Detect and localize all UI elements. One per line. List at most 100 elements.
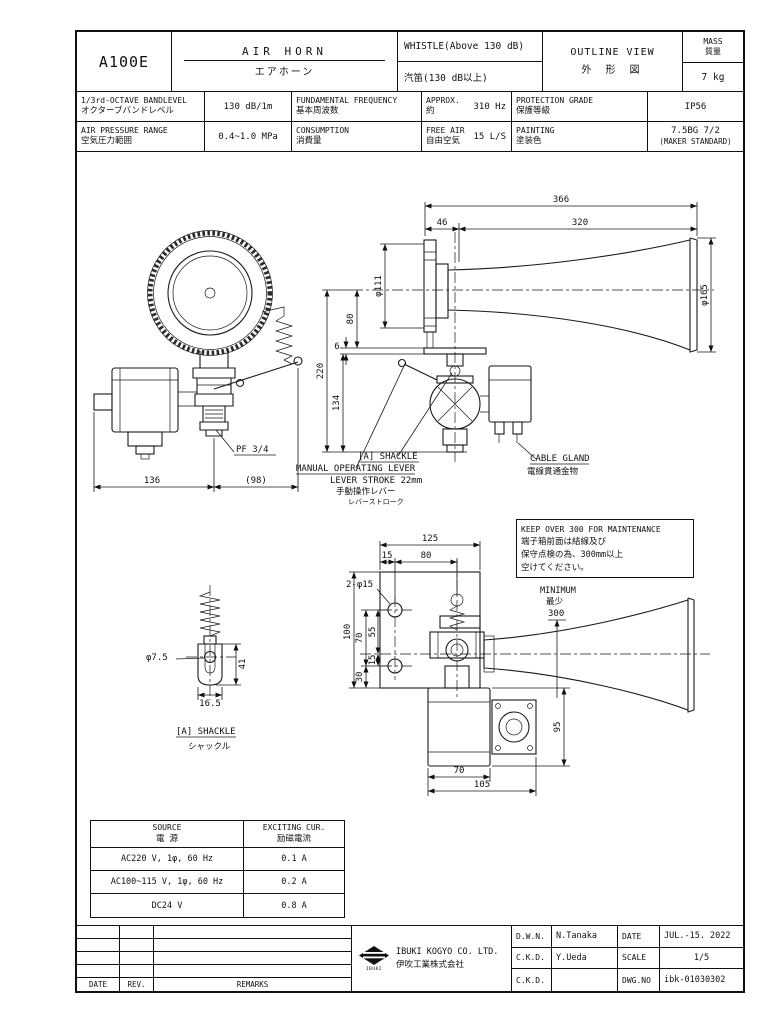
mass-label: MASS 質量 bbox=[683, 32, 743, 64]
frequency-label: FUNDAMENTAL FREQUENCY 基本周波数 bbox=[292, 92, 422, 122]
frequency-ja: 基本周波数 bbox=[296, 106, 339, 117]
whistle-en: WHISTLE(Above 130 dB) bbox=[398, 32, 542, 62]
revision-table: DATE REV. REMARKS bbox=[77, 926, 352, 991]
maintenance-note-ja2: 保守点検の為、300mm以上 bbox=[521, 550, 624, 560]
sheet-border bbox=[75, 30, 745, 993]
maintenance-note: KEEP OVER 300 FOR MAINTENANCE 端子箱前面は結線及び… bbox=[516, 519, 694, 578]
outline-view-ja: 外 形 図 bbox=[581, 65, 644, 76]
source-table-header: SOURCE 電 源 EXCITING CUR. 励磁電流 bbox=[91, 821, 344, 848]
spec-table: 1/3rd-OCTAVE BANDLEVEL オクターブバンドレベル 130 d… bbox=[77, 92, 743, 152]
approx-en: APPROX. bbox=[426, 95, 460, 105]
freeair-value: 15 L/S bbox=[473, 131, 506, 142]
source-value: AC100~115 V, 1φ, 60 Hz bbox=[91, 871, 244, 894]
whistle-ja: 汽笛(130 dB以上) bbox=[404, 72, 488, 84]
protection-ja: 保護等級 bbox=[516, 106, 551, 117]
rev-cell bbox=[77, 926, 120, 939]
rev-rev-header: REV. bbox=[120, 978, 154, 991]
maintenance-note-ja3: 空けてください。 bbox=[521, 563, 589, 573]
painting-note: (MAKER STANDARD) bbox=[659, 137, 732, 147]
checked2-label: C.K.D. bbox=[512, 969, 552, 991]
current-value: 0.1 A bbox=[244, 848, 344, 871]
title-block: DATE REV. REMARKS IBUKI IBUKI KOGYO CO. … bbox=[77, 925, 743, 991]
frequency-value: 310 Hz bbox=[473, 101, 506, 112]
protection-value: IP56 bbox=[648, 92, 743, 122]
pressure-en: AIR PRESSURE RANGE bbox=[81, 125, 168, 135]
mass-label-en: MASS bbox=[703, 37, 723, 47]
checked2-value bbox=[552, 969, 618, 991]
date-value: JUL.-15. 2022 bbox=[660, 926, 743, 948]
bandlevel-en: 1/3rd-OCTAVE BANDLEVEL bbox=[81, 95, 187, 105]
date-label: DATE bbox=[618, 926, 660, 948]
painting-value: 7.5BG 7/2 (MAKER STANDARD) bbox=[648, 122, 743, 152]
consumption-ja: 消費量 bbox=[296, 136, 322, 147]
sheet-header: A100E AIR HORN エアホーン WHISTLE(Above 130 d… bbox=[77, 32, 743, 92]
scale-label: SCALE bbox=[618, 947, 660, 970]
maintenance-note-ja1: 端子箱前面は結線及び bbox=[521, 537, 607, 547]
drawn-label: D.W.N. bbox=[512, 926, 552, 948]
consumption-en: CONSUMPTION bbox=[296, 125, 349, 135]
rev-cell bbox=[77, 952, 120, 965]
company-name-en: IBUKI KOGYO CO. LTD. bbox=[396, 946, 499, 957]
rev-cell bbox=[77, 965, 120, 978]
rev-cell bbox=[120, 952, 154, 965]
bandlevel-value: 130 dB/1m bbox=[205, 92, 292, 122]
current-header-ja: 励磁電流 bbox=[276, 833, 311, 844]
rev-cell bbox=[120, 939, 154, 952]
protection-label: PROTECTION GRADE 保護等級 bbox=[512, 92, 648, 122]
freeair-ja: 自由空気 bbox=[426, 136, 461, 147]
bandlevel-label: 1/3rd-OCTAVE BANDLEVEL オクターブバンドレベル bbox=[77, 92, 205, 122]
rev-cell bbox=[154, 926, 351, 939]
checked-label: C.K.D. bbox=[512, 947, 552, 970]
rev-cell bbox=[154, 939, 351, 952]
dwgno-value: ibk-01030302 bbox=[664, 975, 726, 986]
outline-cell: OUTLINE VIEW 外 形 図 bbox=[543, 32, 683, 91]
rev-cell bbox=[77, 939, 120, 952]
company-name-ja: 伊吹工業株式会社 bbox=[396, 959, 465, 970]
scale-value: 1/5 bbox=[660, 948, 743, 970]
painting-label: PAINTING 塗装色 bbox=[512, 122, 648, 152]
pressure-label: AIR PRESSURE RANGE 空気圧力範囲 bbox=[77, 122, 205, 152]
product-name-en: AIR HORN bbox=[184, 45, 385, 61]
current-column-header: EXCITING CUR. 励磁電流 bbox=[244, 821, 344, 848]
product-cell: AIR HORN エアホーン bbox=[172, 32, 398, 91]
painting-ja: 塗装色 bbox=[516, 136, 542, 147]
checked-value: Y.Ueda bbox=[552, 947, 618, 970]
frequency-value-cell: APPROX. 約 310 Hz bbox=[422, 92, 512, 122]
source-value: AC220 V, 1φ, 60 Hz bbox=[91, 848, 244, 871]
source-row: AC220 V, 1φ, 60 Hz 0.1 A bbox=[91, 848, 344, 871]
consumption-value-cell: FREE AIR 自由空気 15 L/S bbox=[422, 122, 512, 152]
rev-remarks-header: REMARKS bbox=[236, 980, 269, 989]
frequency-en: FUNDAMENTAL FREQUENCY bbox=[296, 95, 398, 105]
rev-cell bbox=[120, 926, 154, 939]
model-number: A100E bbox=[98, 52, 150, 71]
mass-cell: MASS 質量 7 kg bbox=[683, 32, 743, 91]
approx-ja: 約 bbox=[426, 106, 435, 117]
dwgno-label: DWG.NO bbox=[618, 969, 660, 991]
pressure-ja: 空気圧力範囲 bbox=[81, 136, 133, 147]
painting-en: PAINTING bbox=[516, 125, 555, 135]
painting-color: 7.5BG 7/2 bbox=[671, 126, 720, 137]
consumption-label: CONSUMPTION 消費量 bbox=[292, 122, 422, 152]
rev-date-header: DATE bbox=[77, 978, 120, 991]
bandlevel-ja: オクターブバンドレベル bbox=[81, 106, 174, 117]
company-cell: IBUKI IBUKI KOGYO CO. LTD. 伊吹工業株式会社 bbox=[352, 926, 512, 991]
protection-en: PROTECTION GRADE bbox=[516, 95, 594, 105]
approval-table: D.W.N. N.Tanaka DATE JUL.-15. 2022 C.K.D… bbox=[512, 926, 743, 991]
whistle-cell: WHISTLE(Above 130 dB) 汽笛(130 dB以上) bbox=[398, 32, 543, 91]
drawn-value: N.Tanaka bbox=[552, 926, 618, 948]
mass-label-ja: 質量 bbox=[705, 47, 721, 57]
source-header-en: SOURCE bbox=[152, 823, 182, 833]
current-value: 0.8 A bbox=[281, 900, 307, 911]
source-column-header: SOURCE 電 源 bbox=[91, 821, 244, 848]
ibuki-logo-icon: IBUKI bbox=[359, 945, 389, 972]
product-name-ja: エアホーン bbox=[254, 67, 315, 78]
source-header-ja: 電 源 bbox=[155, 833, 179, 844]
source-row: AC100~115 V, 1φ, 60 Hz 0.2 A bbox=[91, 871, 344, 894]
maintenance-note-en: KEEP OVER 300 FOR MAINTENANCE bbox=[521, 525, 661, 534]
current-header-en: EXCITING CUR. bbox=[262, 823, 326, 833]
freeair-en: FREE AIR bbox=[426, 125, 465, 135]
source-value: DC24 V bbox=[91, 894, 244, 917]
pressure-value: 0.4~1.0 MPa bbox=[205, 122, 292, 152]
source-row: DC24 V 0.8 A bbox=[91, 894, 344, 917]
rev-cell bbox=[120, 965, 154, 978]
